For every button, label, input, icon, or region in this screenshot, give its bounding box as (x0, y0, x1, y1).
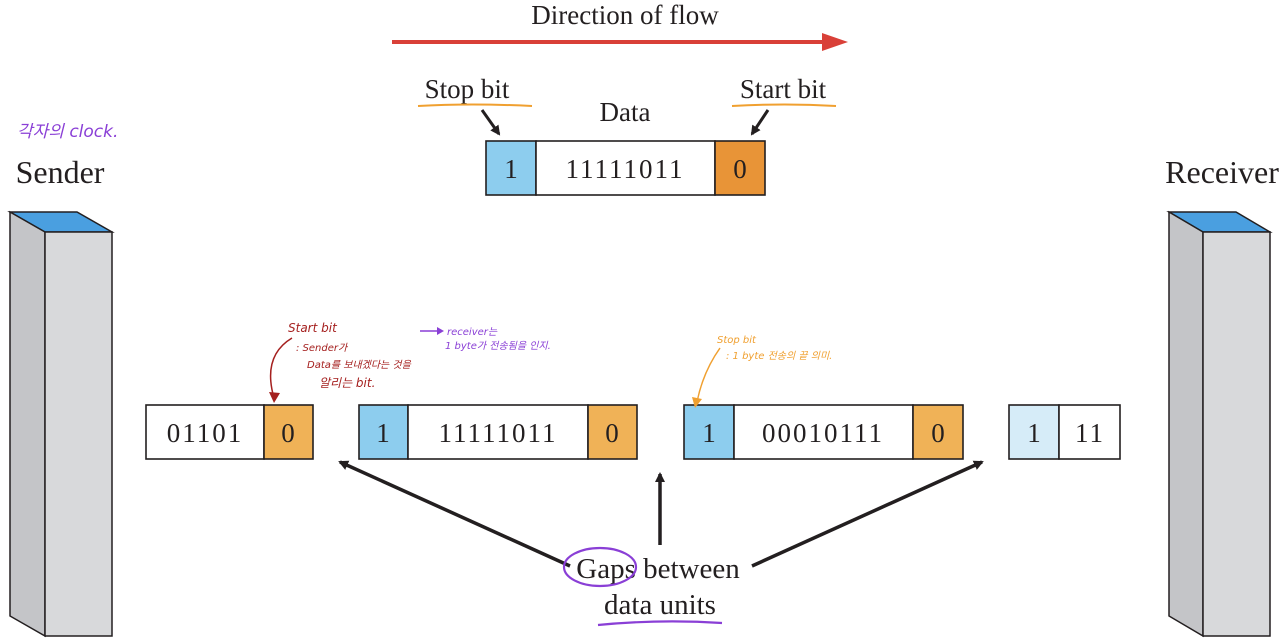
start-bit-note: Start bit : Sender가 Data를 보내겠다는 것을 알리는 b… (269, 321, 412, 403)
frame-example: Stop bit Data Start bit 1 11111011 0 (417, 74, 837, 196)
stream-unit-4: 1 11 (1008, 404, 1121, 460)
unit3-start-bit-value: 0 (931, 418, 945, 448)
start-note-pointer-head (269, 392, 280, 403)
flow-arrow-head (822, 33, 848, 51)
start-note-title: Start bit (288, 321, 338, 335)
direction-of-flow: Direction of flow (392, 0, 848, 51)
gap-arrow-right (751, 460, 984, 568)
sender-label: Sender (16, 154, 105, 190)
sender-front-face (44, 231, 113, 637)
gaps-label-line1: Gaps between (576, 553, 740, 585)
stop-bit-label: Stop bit (425, 74, 510, 104)
gaps-label-line2: data units (604, 589, 716, 621)
receiver: Receiver (1165, 154, 1279, 638)
stop-note-line1: : 1 byte 전송의 끝 의미. (726, 350, 832, 362)
receiver-front-face (1202, 231, 1271, 637)
stream-unit-1: 01101 0 (145, 404, 314, 460)
unit1-data-value: 01101 (167, 418, 244, 448)
gaps-handwritten-circle (562, 546, 638, 588)
unit4-data-value: 11 (1075, 418, 1105, 448)
start-note-pointer (269, 337, 293, 399)
handwritten-notes: 각자의 clock. Start bit : Sender가 Data를 보내겠… (17, 122, 832, 408)
stop-note-title: Stop bit (717, 335, 757, 346)
start-note-line3: 알리는 bit. (319, 376, 375, 390)
stop-bit-arrow (480, 109, 501, 136)
unit3-stop-bit-value: 1 (702, 418, 716, 448)
stream-unit-2: 1 11111011 0 (358, 404, 638, 460)
unit2-start-bit-box (587, 404, 638, 460)
sender-side-face (9, 210, 46, 638)
stop-note-pointer (696, 347, 721, 403)
frame-start-bit-value: 0 (733, 154, 747, 184)
stop-note-pointer-head (692, 397, 702, 408)
start-bit-label: Start bit (740, 74, 827, 104)
sender: Sender (7, 154, 115, 638)
stop-bit-underline (417, 103, 533, 107)
start-note-line1: : Sender가 (296, 342, 349, 354)
receiver-note-arrow-head (437, 327, 444, 335)
receiver-note: receiver는 1 byte가 전송됨을 인지. (420, 327, 551, 352)
frame-data-box (535, 140, 716, 196)
unit2-stop-bit-value: 1 (376, 418, 390, 448)
unit2-data-value: 11111011 (439, 418, 558, 448)
receiver-note-line2: 1 byte가 전송됨을 인지. (445, 340, 551, 352)
gap-arrow-left (338, 460, 571, 568)
stream-unit-3: 1 00010111 0 (683, 404, 964, 460)
unit2-data-box (407, 404, 589, 460)
unit3-start-bit-box (912, 404, 964, 460)
unit1-start-bit-box (263, 404, 314, 460)
unit1-start-bit-value: 0 (281, 418, 295, 448)
unit4-data-box (1058, 404, 1121, 460)
unit4-stop-bit-value: 1 (1027, 418, 1041, 448)
receiver-note-line1: receiver는 (447, 327, 498, 338)
unit3-data-value: 00010111 (762, 418, 884, 448)
data-units-handwritten-underline (597, 620, 723, 627)
start-bit-underline (731, 103, 837, 107)
gaps-annotation: Gaps between data units (338, 460, 984, 627)
data-label: Data (600, 97, 651, 127)
start-note-line2: Data를 보내겠다는 것을 (307, 359, 412, 371)
stop-bit-note: Stop bit : 1 byte 전송의 끝 의미. (692, 335, 832, 408)
start-bit-arrow (750, 109, 770, 136)
frame-data-value: 11111011 (566, 154, 685, 184)
receiver-label: Receiver (1165, 154, 1279, 190)
receiver-side-face (1168, 210, 1204, 638)
unit2-start-bit-value: 0 (605, 418, 619, 448)
clock-note: 각자의 clock. (17, 122, 118, 142)
frame-start-bit-box (714, 140, 766, 196)
direction-label: Direction of flow (531, 0, 719, 30)
frame-stop-bit-value: 1 (504, 154, 518, 184)
unit3-stop-bit-box (683, 404, 735, 460)
